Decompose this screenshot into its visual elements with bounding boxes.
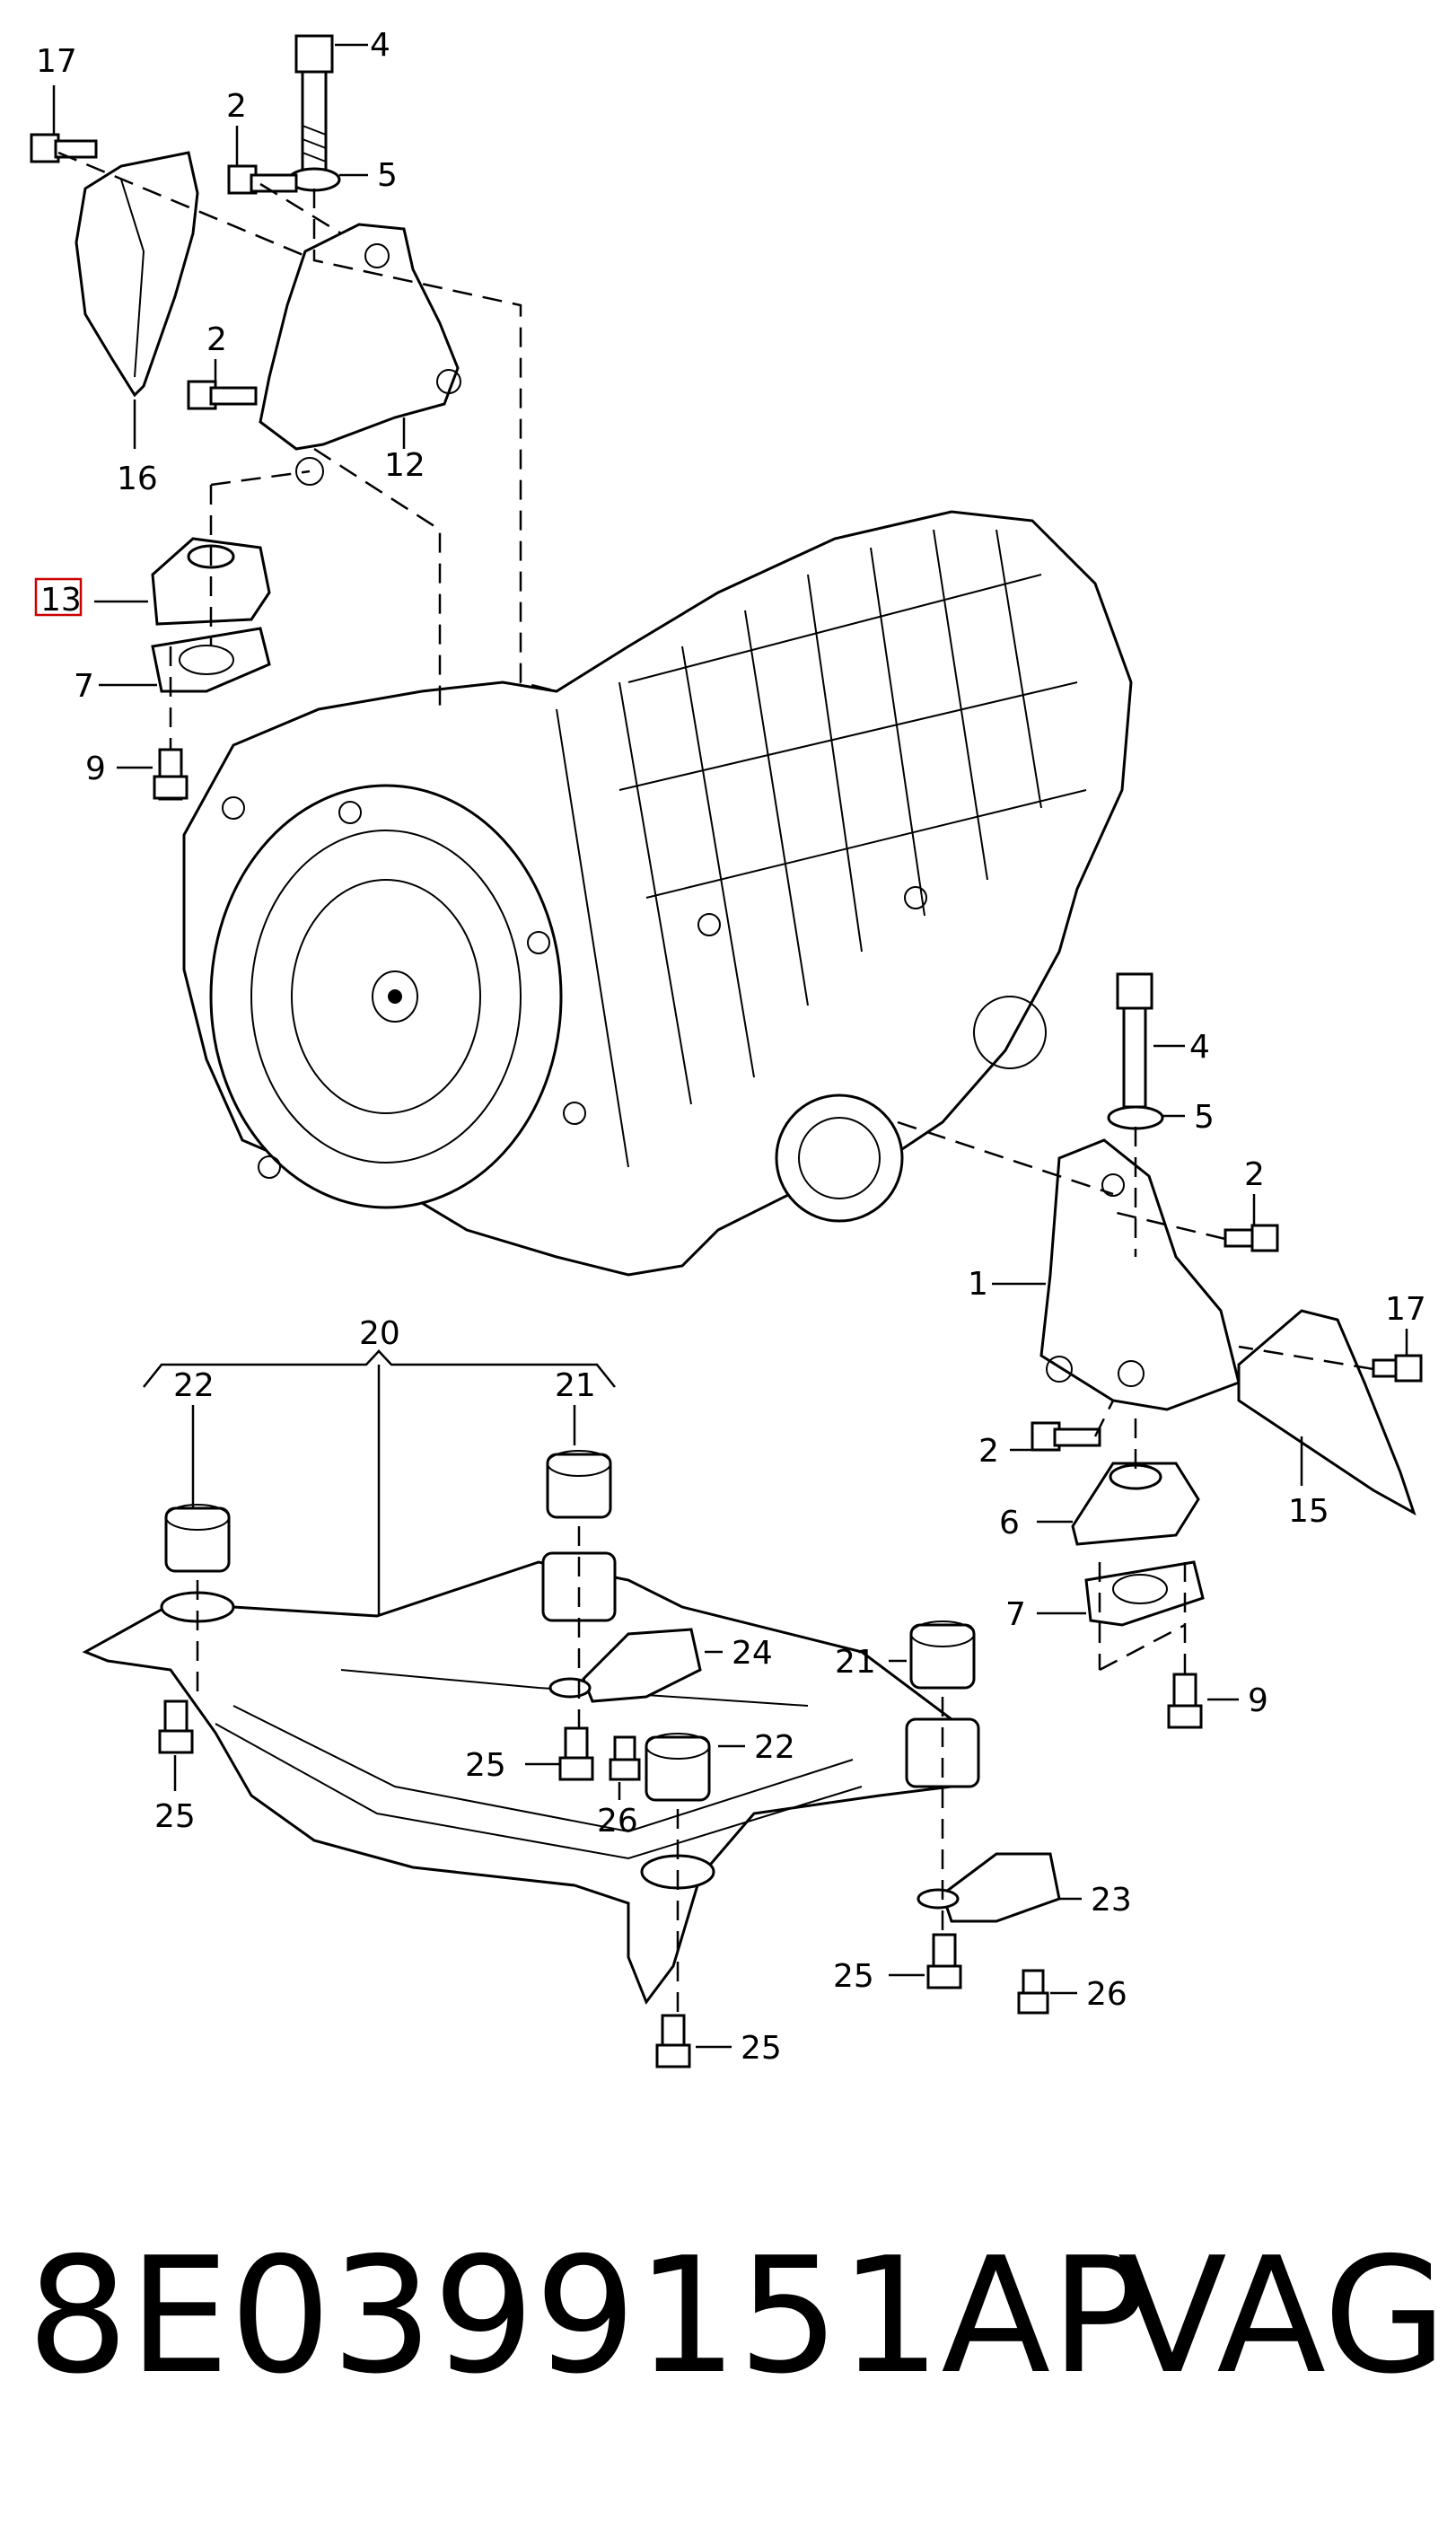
bolt-26-a bbox=[609, 1735, 641, 1781]
gasket-7-lower bbox=[1084, 1560, 1205, 1627]
bolt-25-a bbox=[158, 1699, 194, 1754]
bolt-2-right-b bbox=[1031, 1421, 1101, 1452]
callout-2-upper-b: 2 bbox=[206, 321, 227, 358]
bolt-9-upper bbox=[153, 748, 189, 801]
highlight-box-13 bbox=[34, 577, 83, 617]
callout-1: 1 bbox=[968, 1266, 988, 1303]
callout-7-upper: 7 bbox=[74, 668, 94, 705]
washer-5-lower bbox=[1107, 1105, 1164, 1130]
bolt-2-right-a bbox=[1224, 1224, 1279, 1252]
bracket-23 bbox=[917, 1852, 1061, 1923]
callout-9-lower: 9 bbox=[1248, 1682, 1268, 1719]
callout-2-right-b: 2 bbox=[978, 1433, 999, 1470]
callout-15: 15 bbox=[1288, 1493, 1329, 1530]
crossmember-20 bbox=[82, 1560, 971, 2006]
bolt-26-b bbox=[1017, 1969, 1049, 2015]
callout-21-upper: 21 bbox=[555, 1367, 596, 1404]
callout-13: 13 bbox=[40, 582, 82, 619]
callout-5-upper: 5 bbox=[377, 157, 398, 194]
bushing-22-center bbox=[640, 1733, 715, 1890]
callout-4-lower: 4 bbox=[1189, 1029, 1210, 1066]
assembly-guide-lines bbox=[57, 151, 1374, 2015]
bushing-22-left bbox=[160, 1504, 235, 1623]
bolt-2-upper-a bbox=[227, 164, 298, 195]
bolt-25-b bbox=[558, 1726, 594, 1781]
transmission-housing bbox=[182, 510, 1133, 1277]
callout-17-right: 17 bbox=[1385, 1291, 1426, 1328]
bracket-20 bbox=[143, 1349, 616, 1388]
callout-23: 23 bbox=[1091, 1882, 1132, 1919]
brand-name: VAG bbox=[1118, 2223, 1447, 2409]
mount-bracket-15 bbox=[1237, 1309, 1417, 1516]
callout-26-a: 26 bbox=[597, 1803, 638, 1840]
mount-bracket-1 bbox=[1039, 1138, 1241, 1411]
callout-4-upper: 4 bbox=[370, 27, 390, 64]
callout-7-lower: 7 bbox=[1005, 1596, 1026, 1633]
callout-21-right: 21 bbox=[835, 1644, 876, 1681]
bolt-17-upper bbox=[30, 133, 98, 163]
bolt-17-right bbox=[1372, 1354, 1423, 1383]
part-number: 8E0399151AP bbox=[27, 2223, 1147, 2409]
bolt-9-lower bbox=[1167, 1673, 1203, 1729]
bolt-4-upper bbox=[294, 34, 334, 177]
mount-bracket-12 bbox=[259, 223, 461, 486]
callout-25-c: 25 bbox=[833, 1958, 874, 1995]
callout-26-b: 26 bbox=[1086, 1976, 1127, 2013]
gasket-7-upper bbox=[151, 627, 271, 693]
callout-16: 16 bbox=[117, 461, 158, 497]
mount-bracket-16 bbox=[75, 151, 199, 398]
callout-22-center: 22 bbox=[754, 1729, 795, 1766]
callout-5-lower: 5 bbox=[1194, 1099, 1215, 1136]
bolt-25-c bbox=[926, 1933, 962, 1989]
bolt-4-lower bbox=[1116, 972, 1153, 1109]
leader-lines bbox=[52, 43, 1408, 2049]
callout-12: 12 bbox=[384, 447, 425, 484]
bolt-2-upper-b bbox=[187, 380, 258, 410]
callout-25-a: 25 bbox=[154, 1798, 196, 1835]
callout-2-right-a: 2 bbox=[1244, 1156, 1265, 1193]
callout-9-upper: 9 bbox=[85, 751, 106, 787]
parts-diagram: 17 4 2 5 2 16 12 13 7 9 4 5 2 1 17 2 6 1… bbox=[30, 27, 1426, 2068]
bushing-21-right bbox=[905, 1620, 980, 1788]
callout-25-b: 25 bbox=[465, 1747, 506, 1784]
bushing-21-upper bbox=[541, 1450, 617, 1622]
callout-17-top-left: 17 bbox=[36, 43, 77, 80]
mount-6 bbox=[1071, 1462, 1200, 1546]
callout-24: 24 bbox=[732, 1635, 773, 1672]
callout-6: 6 bbox=[999, 1505, 1020, 1541]
callout-labels: 17 4 2 5 2 16 12 13 7 9 4 5 2 1 17 2 6 1… bbox=[36, 27, 1426, 2067]
callout-22-left: 22 bbox=[173, 1367, 215, 1404]
callout-25-d: 25 bbox=[741, 2030, 782, 2067]
callout-2-upper-a: 2 bbox=[226, 88, 247, 125]
callout-20: 20 bbox=[359, 1315, 400, 1352]
bolt-25-d bbox=[655, 2014, 691, 2068]
